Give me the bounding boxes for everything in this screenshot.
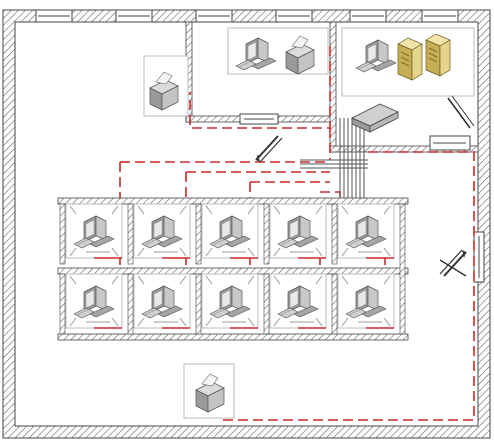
- network-switch: [351, 103, 399, 133]
- room1-workstation: [227, 27, 329, 75]
- window-6: [421, 9, 459, 23]
- access-point-server-room: [447, 95, 475, 129]
- server-tower-2: [425, 33, 451, 77]
- cable-bundle: [300, 118, 368, 200]
- window-1: [35, 9, 73, 23]
- partition-wall: [57, 267, 409, 275]
- printer-left: [143, 55, 189, 117]
- wireless-access-point-2: [439, 249, 467, 277]
- window-5: [349, 9, 387, 23]
- workstation-6: [59, 273, 123, 335]
- workstation-3: [195, 203, 259, 265]
- window-3: [195, 9, 233, 23]
- window-4: [275, 9, 313, 23]
- window-2: [115, 9, 153, 23]
- partition-wall: [57, 333, 409, 341]
- workstation-5: [331, 203, 395, 265]
- workstation-2: [127, 203, 191, 265]
- workstation-8: [195, 273, 259, 335]
- workstation-9: [263, 273, 327, 335]
- printer-bottom: [183, 363, 235, 419]
- workstation-grid: [57, 197, 409, 341]
- partition-wall: [57, 197, 409, 205]
- windows-top: [35, 9, 459, 23]
- workstation-1: [59, 203, 123, 265]
- workstation-7: [127, 273, 191, 335]
- workstation-10: [331, 273, 395, 335]
- workstation-4: [263, 203, 327, 265]
- server-tower-1: [397, 37, 423, 81]
- server-room: [341, 27, 475, 133]
